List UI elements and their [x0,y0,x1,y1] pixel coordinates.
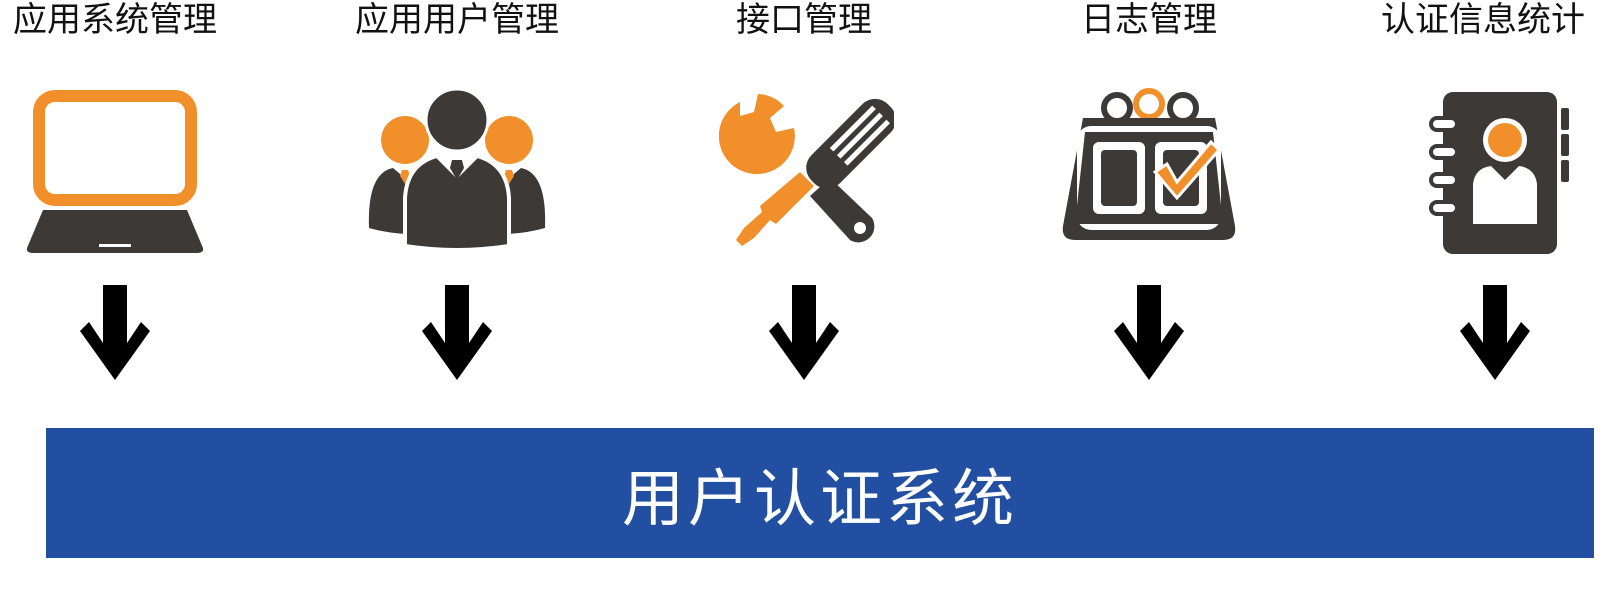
tools-icon [718,94,894,246]
module-label: 接口管理 [736,0,872,40]
module-label: 日志管理 [1081,0,1217,40]
module-log-management: 日志管理 [989,0,1309,400]
module-interface-management: 接口管理 [644,0,964,400]
arrow-down-icon [1114,285,1184,380]
address-book-icon [1429,92,1569,254]
module-auth-statistics: 认证信息统计 [1335,0,1611,400]
laptop-icon [26,90,204,253]
arrow-down-icon [80,285,150,380]
module-label: 应用用户管理 [355,0,559,40]
system-bar-label: 用户认证系统 [621,462,1018,535]
users-group-icon [368,88,546,252]
arrow-down-icon [769,285,839,380]
module-label: 认证信息统计 [1381,0,1585,40]
arrow-down-icon [1460,285,1530,380]
module-label: 应用系统管理 [13,0,217,40]
user-auth-system-bar: 用户认证系统 [46,428,1594,558]
arrow-down-icon [422,285,492,380]
module-app-user-management: 应用用户管理 [297,0,617,400]
calendar-check-icon [1062,88,1236,240]
module-app-system-management: 应用系统管理 [0,0,275,400]
